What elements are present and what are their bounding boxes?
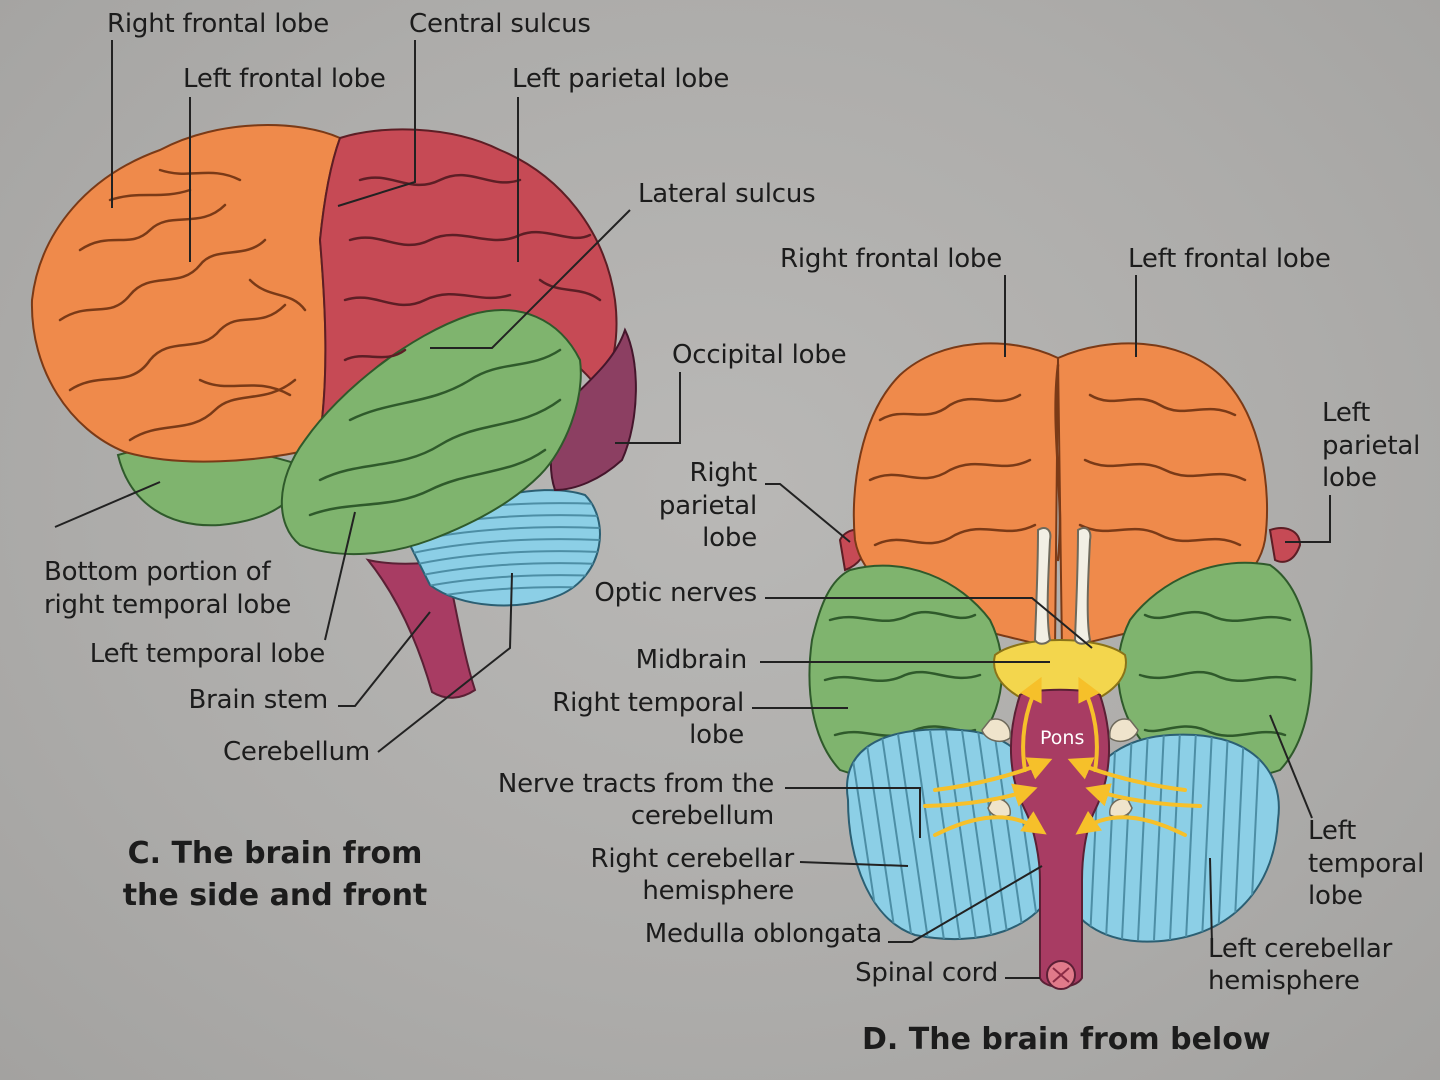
label-right-parietal-2: parietal: [658, 491, 757, 521]
label-left-parietal-3: lobe: [1322, 463, 1377, 493]
label-right-frontal-lobe-side: Right frontal lobe: [107, 9, 330, 39]
label-spinal-cord: Spinal cord: [855, 958, 998, 988]
label-left-cerebellar-2: hemisphere: [1208, 966, 1360, 996]
label-right-cerebellar-1: Right cerebellar: [590, 844, 794, 874]
label-central-sulcus: Central sulcus: [409, 9, 591, 39]
label-left-parietal-lobe-side: Left parietal lobe: [512, 64, 730, 94]
label-cerebellum: Cerebellum: [222, 737, 370, 767]
caption-c-line1: C. The brain from: [127, 836, 423, 871]
label-left-temporal-lobe-side: Left temporal lobe: [89, 639, 325, 669]
label-nerve-tracts-2: cerebellum: [630, 801, 774, 831]
label-right-frontal-lobe-bottom: Right frontal lobe: [780, 244, 1003, 274]
label-medulla-oblongata: Medulla oblongata: [644, 919, 882, 949]
side-occipital-lobe: [549, 327, 637, 492]
label-right-parietal-1: Right: [689, 458, 758, 488]
label-right-temporal-1: Right temporal: [552, 688, 744, 718]
side-temporal-lobe: [280, 309, 582, 556]
label-left-temporal-1: Left: [1308, 816, 1357, 846]
label-left-parietal-1: Left: [1322, 398, 1371, 428]
bottom-optic-nerves: [1033, 527, 1092, 645]
label-lateral-sulcus: Lateral sulcus: [638, 179, 816, 209]
leader-lines: [54, 40, 1331, 979]
label-left-frontal-lobe-bottom: Left frontal lobe: [1128, 244, 1331, 274]
label-left-cerebellar-1: Left cerebellar: [1208, 934, 1393, 964]
label-right-cerebellar-2: hemisphere: [642, 876, 794, 906]
bottom-view-brain: [808, 342, 1313, 990]
side-view-brain: [30, 124, 637, 699]
label-pons: Pons: [1040, 727, 1085, 749]
label-right-parietal-3: lobe: [702, 523, 757, 553]
label-midbrain: Midbrain: [635, 645, 748, 675]
label-left-temporal-3: lobe: [1308, 881, 1363, 911]
nerve-tract-arrows: [923, 676, 1202, 837]
label-right-temporal-2: lobe: [689, 720, 744, 750]
caption-c-line2: the side and front: [122, 878, 428, 913]
label-bottom-right-temporal-2: right temporal lobe: [44, 590, 292, 620]
label-nerve-tracts-1: Nerve tracts from the: [497, 769, 774, 799]
label-left-frontal-lobe-side: Left frontal lobe: [183, 64, 386, 94]
bottom-left-parietal-sliver: [1268, 527, 1302, 563]
label-occipital-lobe: Occipital lobe: [672, 340, 847, 370]
label-brain-stem: Brain stem: [188, 685, 329, 715]
label-left-parietal-2: parietal: [1322, 431, 1421, 461]
caption-d: D. The brain from below: [862, 1022, 1271, 1057]
bottom-cranial-nerve-stubs: [981, 718, 1139, 818]
label-optic-nerves: Optic nerves: [594, 578, 757, 608]
label-left-temporal-2: temporal: [1308, 849, 1425, 879]
label-bottom-right-temporal-1: Bottom portion of: [44, 557, 271, 587]
side-frontal-lobe: [30, 124, 342, 463]
